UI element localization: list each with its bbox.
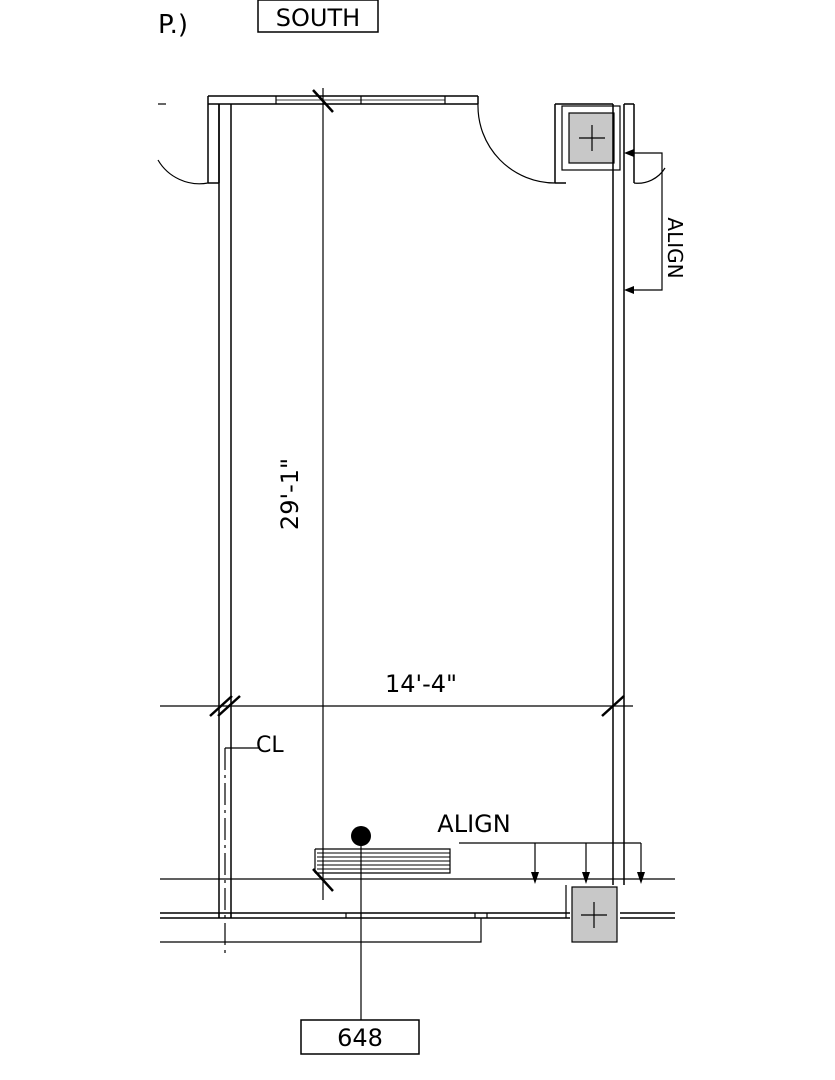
south-wall <box>160 878 675 943</box>
room-tag-box <box>300 1019 420 1055</box>
centerline-marker <box>224 747 259 955</box>
west-wall <box>207 104 232 918</box>
south-tag-label: SOUTH <box>276 4 360 32</box>
align-right-leader <box>624 149 663 294</box>
north-door-jamb <box>554 103 613 184</box>
south-tag-box <box>257 0 379 33</box>
east-door-swing-arc <box>633 167 666 184</box>
north-wall <box>207 95 479 105</box>
align-bottom-leaders <box>459 842 645 884</box>
vertical-dimension-label: 29'-1" <box>276 458 304 530</box>
north-door-swing-arc <box>477 103 556 184</box>
align-bottom-label: ALIGN <box>437 810 510 838</box>
top-left-label-fragment: P.) <box>158 10 188 40</box>
counter-hatch <box>314 848 451 874</box>
horizontal-dimension-line <box>160 695 633 717</box>
north-window <box>275 96 446 104</box>
east-wall <box>612 103 635 885</box>
centerline-label: CL <box>256 733 284 758</box>
column-bottom-right <box>565 885 618 943</box>
horizontal-dimension-label: 14'-4" <box>385 670 457 698</box>
room-tag-label: 648 <box>337 1024 383 1052</box>
align-right-label: ALIGN <box>663 217 687 278</box>
column-top-right <box>561 105 621 171</box>
left-door-swing-arc <box>157 159 209 185</box>
vertical-dimension-line <box>312 88 334 900</box>
